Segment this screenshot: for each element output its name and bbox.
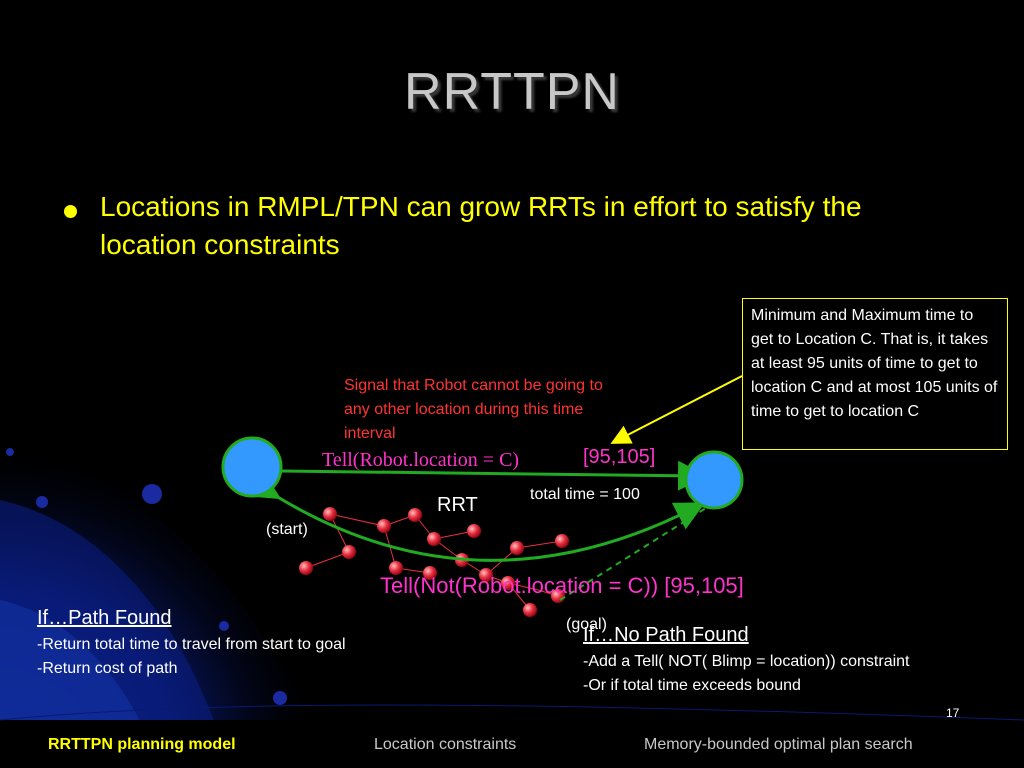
interval-top-label: [95,105]: [583, 446, 656, 468]
callout-arrow: [610, 375, 743, 444]
bullet-text: Locations in RMPL/TPN can grow RRTs in e…: [100, 191, 862, 260]
no-path-found-line-1: -Add a Tell( NOT( Blimp = location)) con…: [583, 653, 910, 670]
path-found-line-2: -Return cost of path: [37, 660, 178, 677]
slide-number: 17: [946, 706, 960, 720]
no-path-found-line-2: -Or if total time exceeds bound: [583, 677, 801, 694]
footer-section-3[interactable]: Memory-bounded optimal plan search: [644, 736, 913, 753]
path-found-heading: If…Path Found: [37, 607, 172, 629]
red-note: Signal that Robot cannot be going to any…: [344, 377, 603, 442]
start-location-node: [221, 436, 283, 498]
goal-label: (goal): [566, 616, 607, 633]
tell-top-label: Tell(Robot.location = C): [322, 449, 520, 471]
slide-title: RRTTPN: [404, 63, 620, 121]
no-path-found-heading: If…No Path Found: [583, 624, 749, 646]
curved-arrow: [247, 470, 706, 562]
start-label: (start): [266, 521, 308, 538]
total-time-label: total time = 100: [530, 486, 640, 503]
footer-section-2[interactable]: Location constraints: [374, 736, 517, 753]
rrt-nodes: [299, 507, 569, 617]
path-found-line-1: -Return total time to travel from start …: [37, 636, 346, 653]
dashed-link: [559, 507, 707, 601]
footer-section-1[interactable]: RRTTPN planning model: [48, 736, 236, 753]
rrt-label: RRT: [437, 494, 478, 516]
tell-bottom-label: Tell(Not(Robot.location = C)) [95,105]: [380, 573, 744, 598]
goal-location-node: [684, 450, 744, 510]
callout-box: Minimum and Maximum time to get to Locat…: [742, 298, 1008, 450]
bullet-dot: [64, 205, 77, 218]
